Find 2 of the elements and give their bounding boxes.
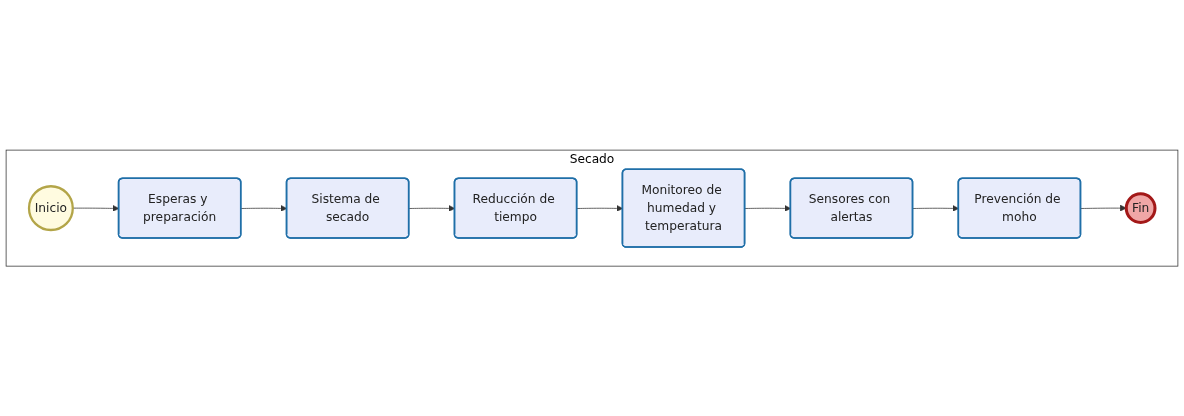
node-circle: Fin <box>1124 192 1157 224</box>
node-circle: Inicio <box>27 184 74 232</box>
